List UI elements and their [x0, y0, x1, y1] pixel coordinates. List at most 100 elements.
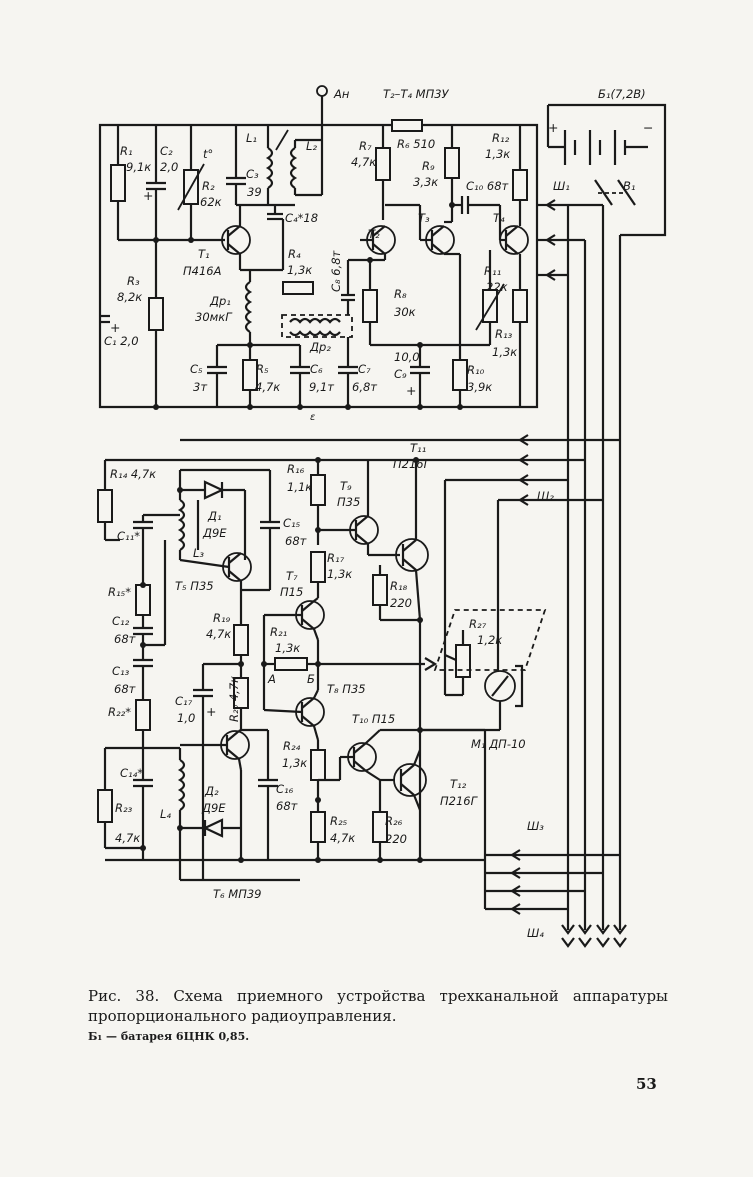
label-c5-value: 3т [193, 380, 207, 394]
transistor-t1 [221, 225, 251, 255]
label-r15: R₁₅* [108, 585, 131, 599]
label-c7-value: 6,8т [352, 380, 377, 394]
label-c12: C₁₂ [112, 614, 130, 628]
label-d2: Д₂ [204, 784, 219, 798]
label-r11-value: 22к [486, 280, 508, 294]
label-r20: R₂₀ 4,7к [227, 676, 241, 722]
label-r12: R₁₂ [492, 131, 510, 145]
transistor-t12 [393, 763, 427, 797]
label-r6: R₆ 510 [397, 137, 435, 151]
label-t1: T₁ [198, 247, 210, 261]
label-r25-value: 4,7к [330, 831, 355, 845]
label-t7-type: П15 [280, 585, 303, 599]
label-t5: T₅ П35 [175, 579, 214, 593]
label-sh3: Ш₃ [527, 819, 544, 833]
label-d1-type: Д9Е [202, 526, 227, 540]
label-r17-value: 1,3к [327, 567, 352, 581]
diode-d2 [202, 818, 224, 838]
label-r24-value: 1,3к [282, 756, 307, 770]
label-c9-value: 10,0 [394, 350, 420, 364]
label-t7: T₇ [286, 569, 298, 583]
label-c8: C₈ 6,8т [329, 250, 343, 292]
label-l2: L₂ [306, 139, 317, 153]
label-c12-value: 68т [114, 632, 136, 646]
label-sh1: Ш₁ [553, 179, 570, 193]
resistor-r1 [110, 164, 126, 202]
switch-v1 [594, 179, 613, 206]
label-r10-value: 3,9к [467, 380, 492, 394]
label-t4: T₄ [493, 211, 505, 225]
resistor-r13 [512, 289, 528, 323]
resistor-r3 [148, 297, 164, 331]
label-r7: R₇ [359, 139, 372, 153]
label-c16: C₁₆ [276, 782, 294, 796]
connector-sh4 [561, 924, 627, 935]
label-r25: R₂₅ [330, 814, 348, 828]
coil-l1 [265, 147, 274, 189]
label-r16-value: 1,1к [287, 480, 312, 494]
label-battery: Б₁(7,2В) [598, 87, 646, 101]
label-r18-value: 220 [390, 596, 412, 610]
label-c5: C₅ [190, 362, 203, 376]
label-eps: ε [310, 412, 316, 423]
label-c13: C₁₃ [112, 664, 130, 678]
resistor-r22 [135, 699, 151, 731]
figure-caption-text: Схема приемного устройства трехканальной… [88, 987, 668, 1025]
label-r4: R₄ [288, 247, 301, 261]
label-d2-type: Д9Е [201, 801, 226, 815]
label-l1: L₁ [246, 131, 257, 145]
svg-text:+: + [206, 704, 216, 719]
label-r2: R₂ [202, 179, 215, 193]
component-labels: Aн T₂–T₄ МП3У Б₁(7,2В) + − Ш₁ В₁ R₁ 9,1к… [104, 87, 653, 940]
choke-dr1 [244, 281, 253, 333]
label-t6: T₆ МП39 [213, 887, 262, 901]
label-r21: R₂₁ [270, 625, 287, 639]
label-c6: C₆ [310, 362, 323, 376]
label-c2-value: 2,0 [160, 160, 178, 174]
label-r3: R₃ [127, 274, 140, 288]
label-antenna: Aн [333, 87, 350, 101]
label-r21-value: 1,3к [275, 641, 300, 655]
label-c1: C₁ 2,0 [104, 334, 139, 348]
label-dr1-value: 30мкГ [195, 310, 233, 324]
page-number: 53 [636, 1075, 657, 1093]
label-c6-value: 9,1т [309, 380, 334, 394]
label-r4-value: 1,3к [287, 263, 312, 277]
receiver-schematic: Aн T₂–T₄ МП3У Б₁(7,2В) + − Ш₁ В₁ R₁ 9,1к… [97, 85, 667, 948]
battery-plus: + [548, 120, 558, 135]
label-r8-value: 30к [394, 305, 416, 319]
label-sh4: Ш₄ [527, 926, 544, 940]
label-r19-value: 4,7к [206, 627, 231, 641]
svg-text:+: + [406, 383, 416, 398]
label-c10: C₁₀ 68т [466, 179, 509, 193]
figure-number: Рис. 38. [88, 987, 160, 1005]
potentiometer-r27 [455, 644, 471, 678]
resistor-r4 [282, 281, 314, 295]
label-c3-value: 39 [247, 185, 262, 199]
label-c15-value: 68т [285, 534, 307, 548]
label-r13-value: 1,3к [492, 345, 517, 359]
label-r9: R₉ [422, 159, 435, 173]
power-section [485, 103, 667, 948]
resistor-r12 [512, 169, 528, 201]
label-r3-value: 8,2к [117, 290, 142, 304]
resistor-r9 [444, 147, 460, 179]
resistor-r25 [310, 811, 326, 843]
label-r19: R₁₉ [213, 611, 231, 625]
upper-board [98, 85, 539, 410]
resistor-r23 [97, 789, 113, 823]
label-r23-value: 4,7к [115, 831, 140, 845]
transistor-t11 [395, 538, 429, 572]
label-b: Б [307, 672, 315, 686]
figure-caption: Рис. 38. Схема приемного устройства трех… [88, 986, 668, 1026]
label-r26: R₂₆ [385, 814, 403, 828]
choke-dr2 [281, 314, 353, 338]
antenna-terminal [316, 85, 328, 97]
resistor-r15 [135, 584, 151, 616]
label-c15: C₁₅ [283, 516, 301, 530]
label-t11-type: П216Г [393, 457, 432, 471]
resistor-r8 [362, 289, 378, 323]
label-r5-value: 4,7к [255, 380, 280, 394]
label-t1-type: П416А [183, 264, 222, 278]
lower-board [97, 438, 547, 909]
